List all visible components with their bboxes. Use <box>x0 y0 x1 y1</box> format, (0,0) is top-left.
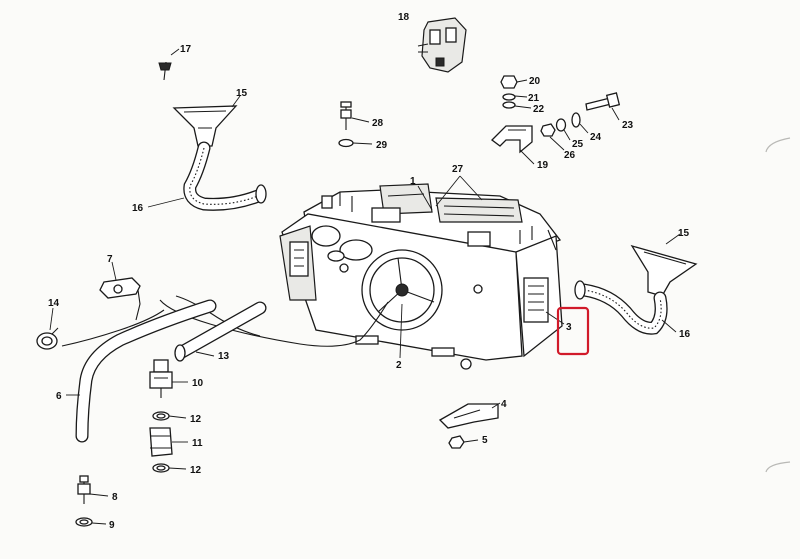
callout-13: 13 <box>218 351 230 362</box>
page-edge-mark-upper <box>765 137 791 153</box>
part-22-washer <box>502 101 532 109</box>
part-12-upper-washer <box>152 411 187 421</box>
callout-20: 20 <box>529 76 541 87</box>
callout-25: 25 <box>572 139 584 150</box>
callout-26: 26 <box>564 150 576 161</box>
callout-14: 14 <box>48 298 60 309</box>
callout-4: 4 <box>501 399 507 410</box>
part-16-left-hose <box>147 141 267 211</box>
callout-17: 17 <box>180 44 192 55</box>
callout-2: 2 <box>396 360 402 371</box>
part-28-bolt <box>340 101 370 130</box>
part-10-fitting <box>149 359 188 398</box>
part-25-washer <box>555 118 571 141</box>
callout-7: 7 <box>107 254 113 265</box>
callout-29: 29 <box>376 140 388 151</box>
callout-24: 24 <box>590 132 602 143</box>
callout-23: 23 <box>622 120 634 131</box>
callout-11: 11 <box>192 438 203 449</box>
callout-15-right: 15 <box>678 228 690 239</box>
heater-housing-assembly <box>279 183 563 370</box>
callout-21: 21 <box>528 93 540 104</box>
page-edge-mark-lower <box>765 461 791 473</box>
callout-16-left: 16 <box>132 203 144 214</box>
callout-27: 27 <box>452 164 464 175</box>
wiring-harness-branch <box>175 295 261 337</box>
part-5-nut <box>448 435 479 449</box>
callout-9: 9 <box>109 520 115 531</box>
part-14-hose-clip <box>36 307 59 350</box>
callout-28: 28 <box>372 118 384 129</box>
part-8-bolt <box>77 475 109 504</box>
leader-1 <box>417 185 433 211</box>
callout-1: 1 <box>410 176 416 187</box>
leader-27a <box>435 175 461 207</box>
part-6-pipe <box>66 299 217 443</box>
part-19-bracket <box>491 125 535 165</box>
callout-12a: 12 <box>190 414 202 425</box>
leader-3 <box>545 311 565 325</box>
callout-16-right: 16 <box>679 329 691 340</box>
leader-27b <box>459 175 483 201</box>
part-11-coupling <box>149 427 188 457</box>
part-21-washer <box>502 93 528 101</box>
callout-3: 3 <box>566 322 572 333</box>
callout-19: 19 <box>537 160 549 171</box>
callout-15-left: 15 <box>236 88 248 99</box>
callout-18: 18 <box>398 12 410 23</box>
part-15-right-outlet <box>630 233 698 297</box>
callout-22: 22 <box>533 104 545 115</box>
leader-2 <box>399 303 403 359</box>
part-29-washer <box>338 138 373 148</box>
callout-8: 8 <box>112 492 118 503</box>
part-17-screw <box>158 48 180 81</box>
callout-5: 5 <box>482 435 488 446</box>
part-15-left-outlet <box>172 95 241 147</box>
callout-10: 10 <box>192 378 204 389</box>
part-23-bolt <box>585 92 621 121</box>
callout-12b: 12 <box>190 465 202 476</box>
part-26-nut <box>540 123 565 151</box>
part-13-pipe <box>174 301 267 362</box>
part-9-washer <box>75 517 107 527</box>
highlight-box-callout-3 <box>556 306 590 356</box>
part-24-washer <box>571 112 589 134</box>
callout-6: 6 <box>56 391 62 402</box>
part-18-relay <box>417 17 467 73</box>
part-16-right-hose <box>574 280 677 335</box>
part-12-lower-washer <box>152 463 187 473</box>
part-7-clamp <box>99 261 141 321</box>
part-4-bracket <box>438 402 501 429</box>
part-20-nut <box>500 75 528 89</box>
